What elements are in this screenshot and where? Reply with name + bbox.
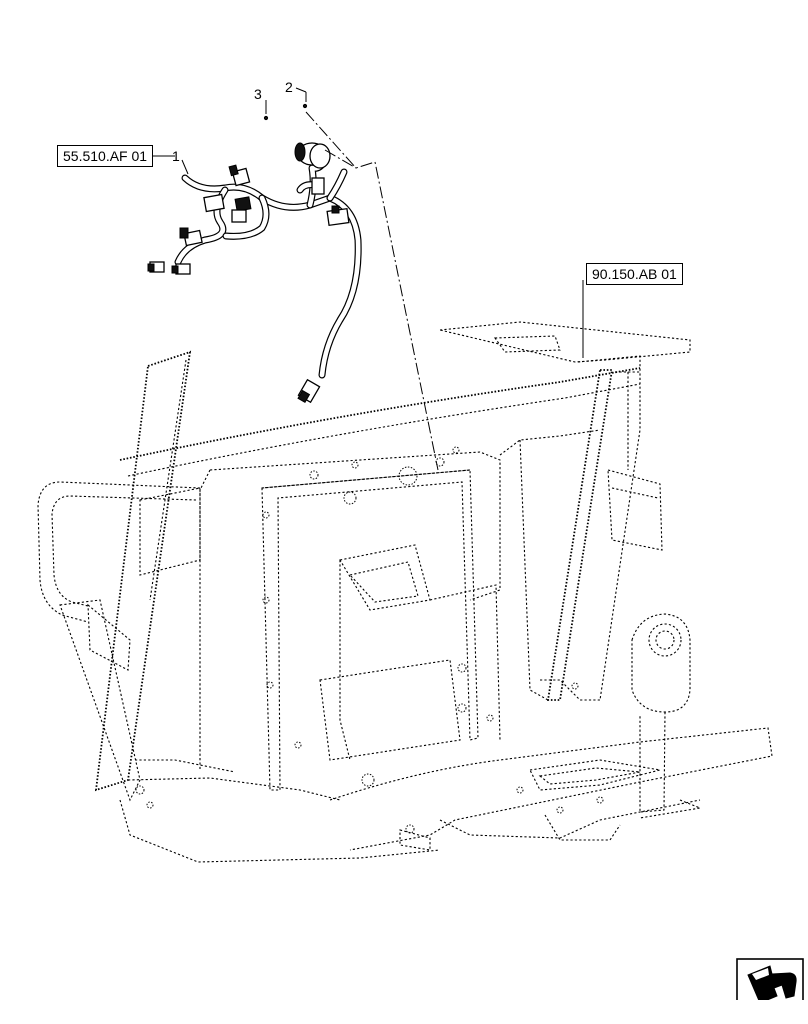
fasteners: [263, 103, 308, 121]
wiring-harness: [147, 142, 362, 404]
exploded-parts-diagram: .hid { fill: none; stroke: #000; stroke-…: [37, 87, 804, 1000]
back-arrow-icon: [736, 958, 804, 1000]
panel-reference-label[interactable]: 90.150.AB 01: [586, 263, 683, 285]
back-navigation-button[interactable]: [736, 958, 804, 1024]
cab-frame: [37, 321, 773, 863]
item-number-1: 1: [172, 148, 180, 164]
item-number-2: 2: [285, 79, 293, 95]
item-number-3: 3: [254, 86, 262, 102]
harness-reference-label[interactable]: 55.510.AF 01: [57, 145, 154, 167]
leader-lines: [150, 87, 584, 471]
